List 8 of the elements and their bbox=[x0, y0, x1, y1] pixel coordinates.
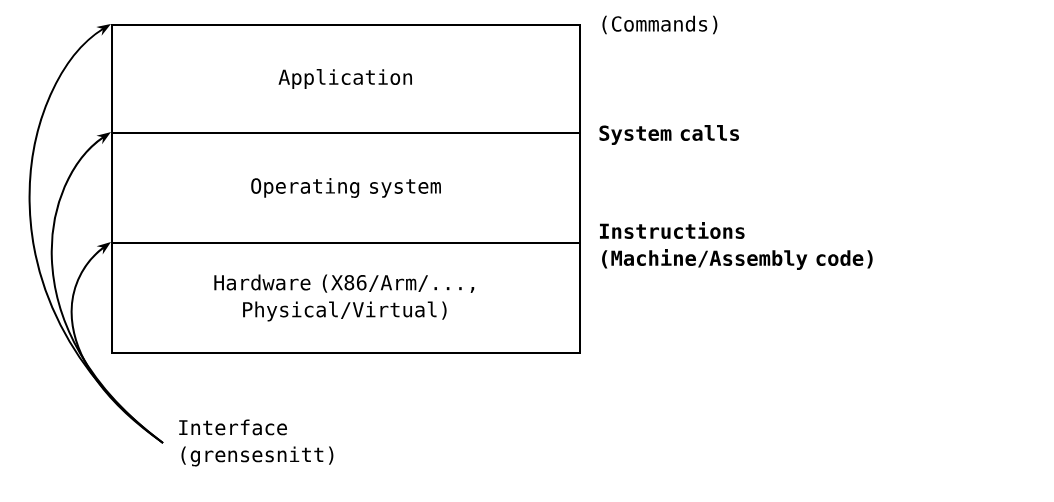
arrow bbox=[70, 242, 164, 444]
layer-label: Instructions (Machine/Assembly code) bbox=[599, 222, 873, 270]
layer-box: Operating system bbox=[111, 132, 581, 244]
layer-label: System calls bbox=[599, 125, 740, 145]
layer-label: (Commands) bbox=[602, 15, 718, 35]
layer-box: Application bbox=[111, 24, 581, 134]
layer-box: Hardware (X86/Arm/..., Physical/Virtual) bbox=[111, 242, 581, 354]
interface-label: Interface (grensesnitt) bbox=[179, 419, 334, 467]
